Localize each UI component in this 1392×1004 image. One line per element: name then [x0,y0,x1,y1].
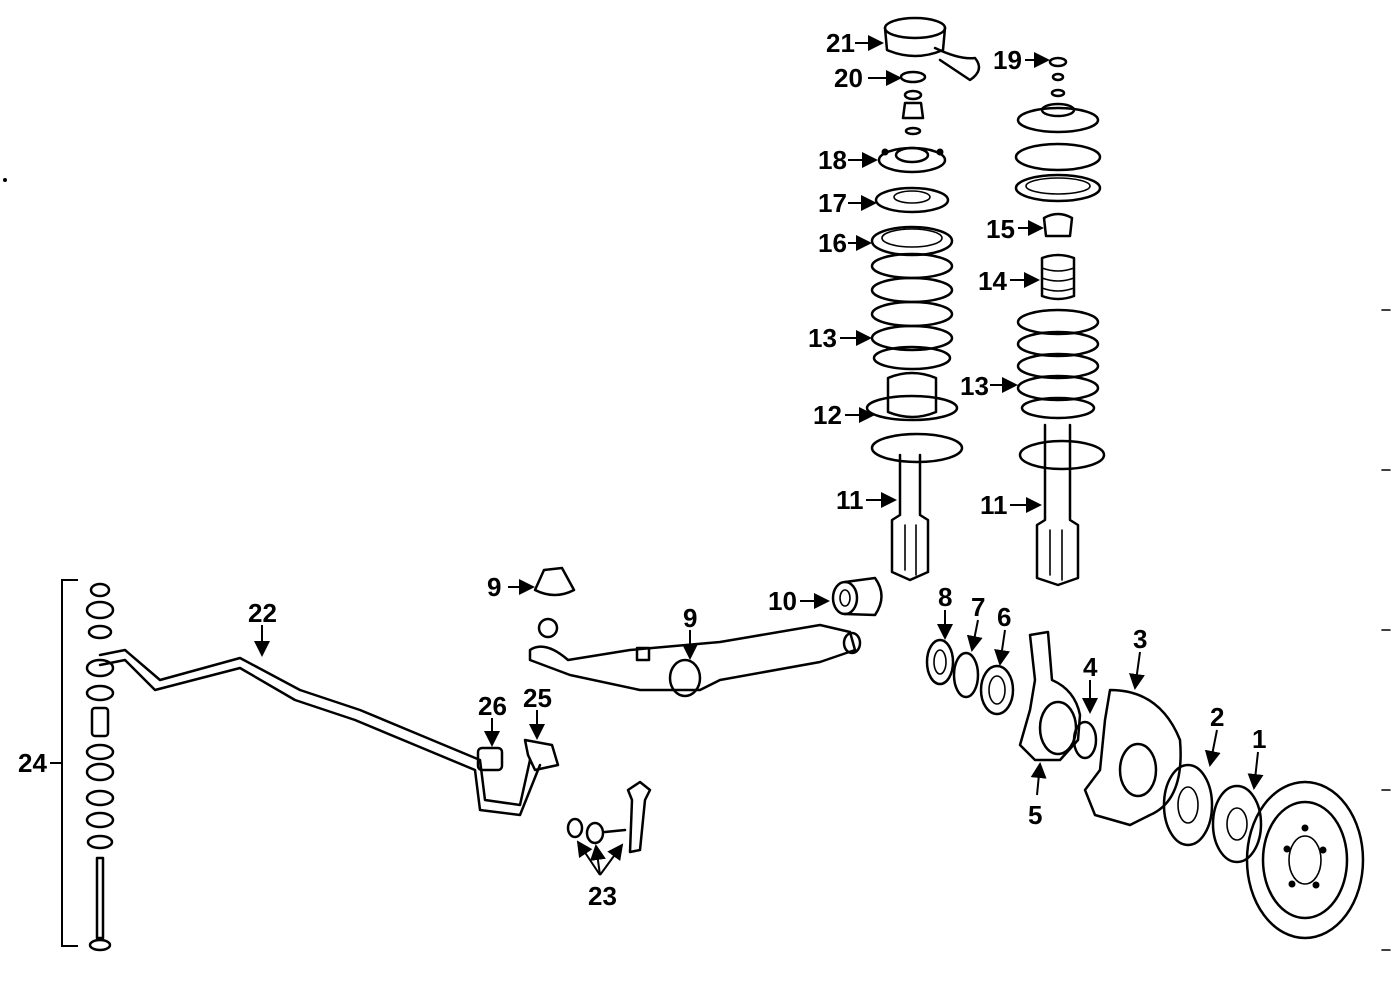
callout-24: 24 [18,748,47,778]
callout-8: 8 [938,582,952,612]
upper-mount-right [1016,102,1100,134]
callout-10: 10 [768,586,797,616]
callout-25: 25 [523,683,552,713]
callout-7: 7 [971,592,985,622]
callout-1: 1 [1252,724,1266,754]
callout-5: 5 [1028,800,1042,830]
wheel-bearing-6 [979,664,1015,716]
splash-shield [1083,688,1182,827]
bearing-seal-8 [925,638,955,686]
callout-6: 6 [997,602,1011,632]
stabilizer-bracket-25 [523,738,560,772]
coil-spring-right [1016,308,1100,420]
callout-14: 14 [978,266,1007,296]
strut-body-right [1018,423,1106,587]
callout-9-arm: 9 [683,603,697,633]
link-kit-bracket [61,579,78,947]
brake-rotor [1245,780,1365,940]
hub-flange [1211,784,1263,864]
callout-12: 12 [813,400,842,430]
callout-labels: 21 20 18 17 16 13 12 11 19 15 14 13 11 9… [18,28,1266,911]
bump-stop-right [1042,212,1074,238]
callout-23: 23 [588,881,617,911]
callout-11-left: 11 [836,485,864,515]
callout-13-right: 13 [960,371,989,401]
callout-3: 3 [1133,624,1147,654]
callout-16: 16 [818,228,847,258]
snap-ring-7 [952,651,980,699]
callout-2: 2 [1210,702,1224,732]
callout-18: 18 [818,145,847,175]
callout-20: 20 [834,63,863,93]
control-arm-bushing [831,576,883,617]
spring-seat [870,225,954,257]
callout-15: 15 [986,214,1015,244]
callout-22: 22 [248,598,277,628]
spring-insulator-upper [874,186,950,214]
stabilizer-bushing-26 [476,746,504,772]
boot-right [1040,253,1076,301]
wheel-hub [1162,763,1214,847]
spring-seats-right [1014,142,1102,203]
ball-joint-boot [533,566,576,597]
callout-13-left: 13 [808,323,837,353]
callout-11-right: 11 [980,490,1008,520]
callout-9-boot: 9 [487,572,501,602]
strut-mount-cap [883,16,981,82]
end-link-23 [566,780,652,854]
callout-17: 17 [818,188,847,218]
callout-26: 26 [478,691,507,721]
lower-control-arm [528,617,862,698]
upper-strut-mount [877,146,947,174]
steering-knuckle [1018,630,1098,762]
strut-nut [1048,56,1068,98]
callout-21: 21 [826,28,855,58]
stabilizer-bar [98,648,542,817]
callout-4: 4 [1083,652,1098,682]
bump-stop-left [865,371,959,422]
strut-body-left [870,432,964,582]
link-kit-stack [85,582,115,952]
coil-spring-left [870,252,954,371]
leader-lines [50,35,1264,876]
dust-seal [899,70,927,136]
edge-marks [3,178,1391,951]
callout-19: 19 [993,45,1022,75]
